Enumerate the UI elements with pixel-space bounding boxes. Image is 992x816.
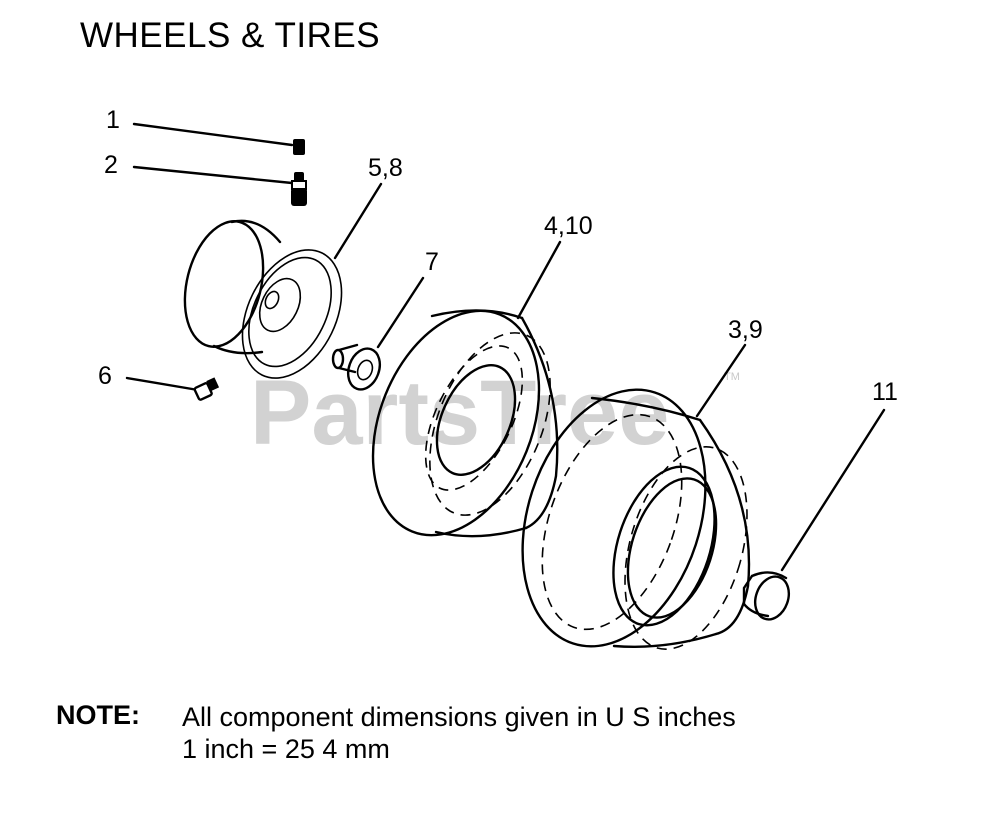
- wheel-rim-part: [183, 219, 343, 379]
- front-tire-part: [371, 309, 559, 538]
- callout-4-10: 4,10: [544, 212, 593, 240]
- leader-2: [132, 165, 294, 185]
- rear-tire-part: [521, 388, 751, 650]
- leader-1: [132, 122, 294, 147]
- note-line-1: All component dimensions given in U S in…: [182, 702, 736, 732]
- valve-cap-part: [293, 139, 305, 155]
- leader-7: [376, 276, 425, 349]
- watermark-text: PartsTree: [250, 362, 669, 464]
- callout-11: 11: [872, 378, 898, 406]
- hub-cap-part: [742, 571, 791, 621]
- leader-6: [125, 376, 200, 392]
- leader-11: [780, 408, 886, 572]
- diagram-title: WHEELS & TIRES: [80, 16, 381, 55]
- grease-fitting-part: [193, 377, 220, 401]
- watermark: PartsTree TM: [250, 362, 740, 464]
- callout-7: 7: [425, 248, 439, 276]
- callout-5-8: 5,8: [368, 154, 403, 182]
- leader-5-8: [333, 182, 383, 260]
- callout-2: 2: [104, 151, 118, 179]
- note-line-2: 1 inch = 25 4 mm: [182, 734, 390, 764]
- leader-4-10: [516, 240, 562, 320]
- callout-6: 6: [98, 362, 112, 390]
- bushing-part: [331, 343, 382, 391]
- watermark-tm: TM: [724, 371, 740, 383]
- leader-lines: [125, 122, 886, 572]
- note-label: NOTE:: [56, 700, 140, 730]
- leader-3-9: [695, 343, 747, 418]
- callout-1: 1: [106, 106, 120, 134]
- valve-stem-part: [291, 172, 307, 206]
- callout-3-9: 3,9: [728, 316, 763, 344]
